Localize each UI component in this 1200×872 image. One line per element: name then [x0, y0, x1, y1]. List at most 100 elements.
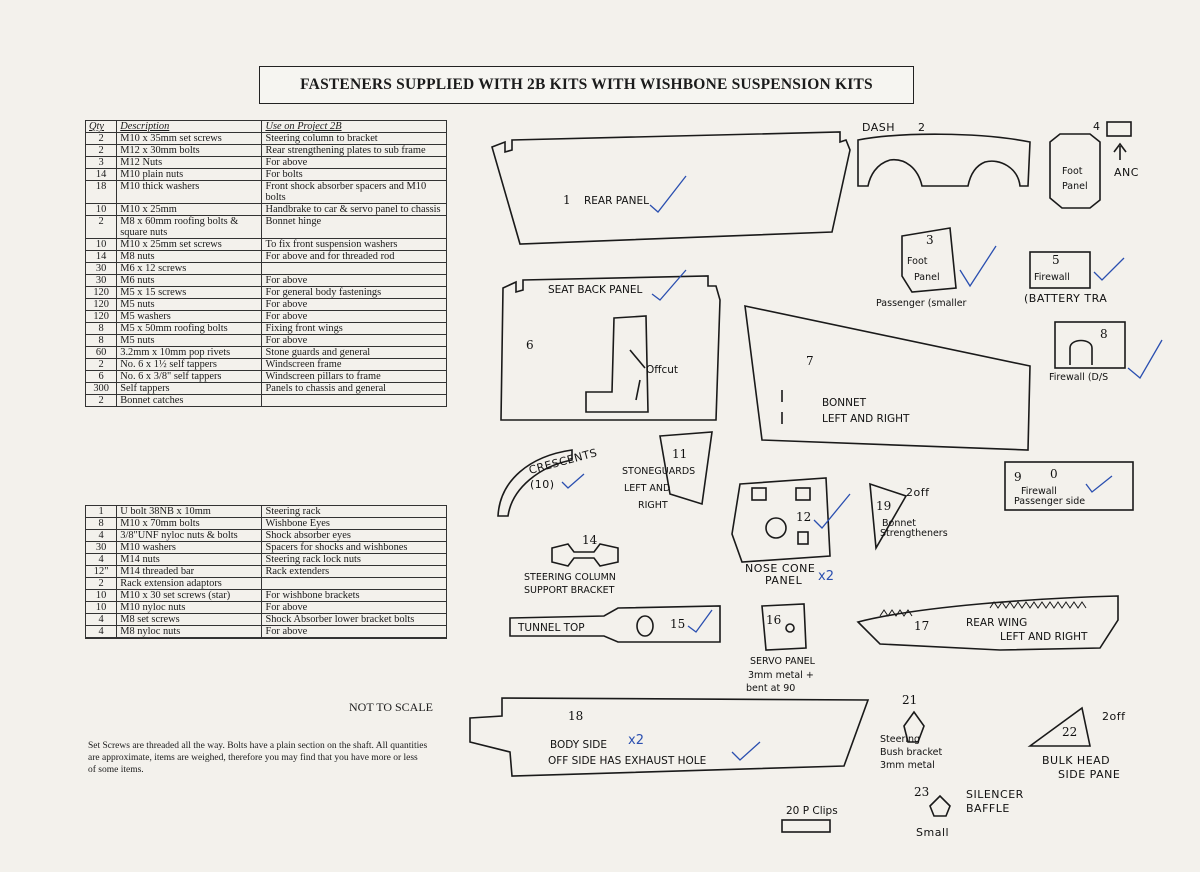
part-body-side: 18 BODY SIDE x2 OFF SIDE HAS EXHAUST HOL… — [469, 697, 870, 777]
part-19-qty: 2off — [906, 486, 930, 499]
part-11-number: 11 — [672, 447, 687, 461]
part-3-label-1: Foot — [907, 256, 928, 267]
part-2-label: DASH — [862, 121, 895, 134]
part-18-multiplier: x2 — [628, 733, 644, 748]
part-20-label: 20 P Clips — [786, 805, 838, 817]
description-cell — [116, 637, 263, 639]
part-11-label-1: STONEGUARDS — [622, 466, 695, 477]
part-6-number: 6 — [526, 338, 534, 352]
part-22-qty: 2off — [1102, 710, 1126, 723]
part-14-label-2: SUPPORT BRACKET — [524, 585, 615, 596]
part-4-number: 4 — [1093, 120, 1101, 133]
part-23-label-3: Small — [916, 826, 949, 839]
part-5-number: 5 — [1052, 253, 1060, 267]
part-11-label-2: LEFT AND — [624, 483, 670, 494]
part-16-label-2: 3mm metal + — [748, 670, 814, 681]
part-7-label-2: LEFT AND RIGHT — [822, 413, 910, 425]
part-14-label-1: STEERING COLUMN — [524, 572, 616, 583]
part-14-number: 14 — [582, 533, 598, 547]
footnote: Set Screws are threaded all the way. Bol… — [88, 741, 428, 775]
page-title: FASTENERS SUPPLIED WITH 2B KITS WITH WIS… — [259, 66, 914, 104]
part-18-number: 18 — [568, 709, 583, 723]
part-23-number: 23 — [914, 785, 929, 799]
part-3-note: Passenger (smaller — [876, 298, 967, 309]
part-22-number: 22 — [1062, 725, 1077, 739]
part-foot-panel: Foot Panel 4 ANC — [1049, 120, 1138, 209]
part-19-label-1: Bonnet — [882, 518, 916, 529]
part-nose-cone-panel: 12 NOSE CONE PANEL x2 — [731, 477, 851, 587]
part-22-label-2: SIDE PANE — [1058, 768, 1120, 781]
part-firewall-ds: 8 Firewall (D/S — [1049, 321, 1163, 383]
part-2-number: 2 — [918, 121, 926, 134]
part-10-number: (10) — [530, 478, 555, 491]
part-5-note: (BATTERY TRA — [1024, 292, 1107, 305]
use-cell: Front shock absorber spacers and M10 bol… — [261, 180, 447, 204]
part-17-label-1: REAR WING — [966, 617, 1027, 629]
part-stoneguards: 11 STONEGUARDS LEFT AND RIGHT — [622, 431, 713, 511]
part-21-label-2: Bush bracket — [880, 747, 943, 758]
part-firewall-battery: 5 Firewall (BATTERY TRA — [1024, 251, 1125, 305]
use-cell — [261, 637, 447, 639]
part-rear-wing: 17 REAR WING LEFT AND RIGHT — [856, 595, 1119, 651]
part-p-clips: 20 P Clips — [781, 805, 838, 833]
table-row — [84, 637, 447, 639]
part-firewall-passenger: 9 0 Firewall Passenger side — [1004, 461, 1134, 511]
description-cell: M10 thick washers — [116, 180, 263, 204]
part-21-label-3: 3mm metal — [880, 760, 935, 771]
qty-cell: 2 — [84, 394, 118, 407]
part-9-label-2: Passenger side — [1014, 496, 1085, 507]
qty-cell: 2 — [84, 215, 118, 239]
part-19-number: 19 — [876, 499, 891, 513]
part-23-label-2: BAFFLE — [966, 802, 1010, 815]
part-servo-panel: 16 SERVO PANEL 3mm metal + bent at 90 — [746, 603, 816, 694]
part-bonnet: 7 BONNET LEFT AND RIGHT — [744, 304, 1031, 451]
part-21-number: 21 — [902, 693, 917, 707]
part-18-label-1: BODY SIDE — [550, 739, 607, 751]
part-bulkhead-side-panel: 22 2off BULK HEAD SIDE PANE — [1027, 706, 1126, 781]
part-12-label-1: NOSE CONE — [745, 562, 815, 575]
part-7-number: 7 — [806, 354, 814, 368]
part-17-number: 17 — [914, 619, 929, 633]
part-5-label: Firewall — [1034, 272, 1070, 283]
part-1-number: 1 — [563, 193, 571, 207]
part-8-label: Firewall (D/S — [1049, 372, 1108, 383]
description-cell: M8 x 60mm roofing bolts & square nuts — [116, 215, 263, 239]
part-steering-bush-bracket: 21 Steering Bush bracket 3mm metal — [880, 693, 943, 771]
description-cell: Bonnet catches — [116, 394, 263, 407]
part-4-label-2: Panel — [1062, 181, 1088, 192]
part-6-offcut: Offcut — [646, 364, 678, 376]
part-15-number: 15 — [670, 617, 685, 631]
part-seat-back-panel: SEAT BACK PANEL 6 Offcut — [500, 269, 721, 421]
part-21-label-1: Steering — [880, 734, 920, 745]
part-12-label-2: PANEL — [765, 574, 803, 587]
part-19-label-2: Strengtheners — [880, 528, 948, 539]
not-to-scale-note: NOT TO SCALE — [349, 700, 434, 714]
part-dash: DASH 2 — [857, 121, 1031, 187]
part-3-number: 3 — [926, 233, 934, 247]
part-22-label-1: BULK HEAD — [1042, 754, 1110, 767]
part-16-number: 16 — [766, 613, 781, 627]
